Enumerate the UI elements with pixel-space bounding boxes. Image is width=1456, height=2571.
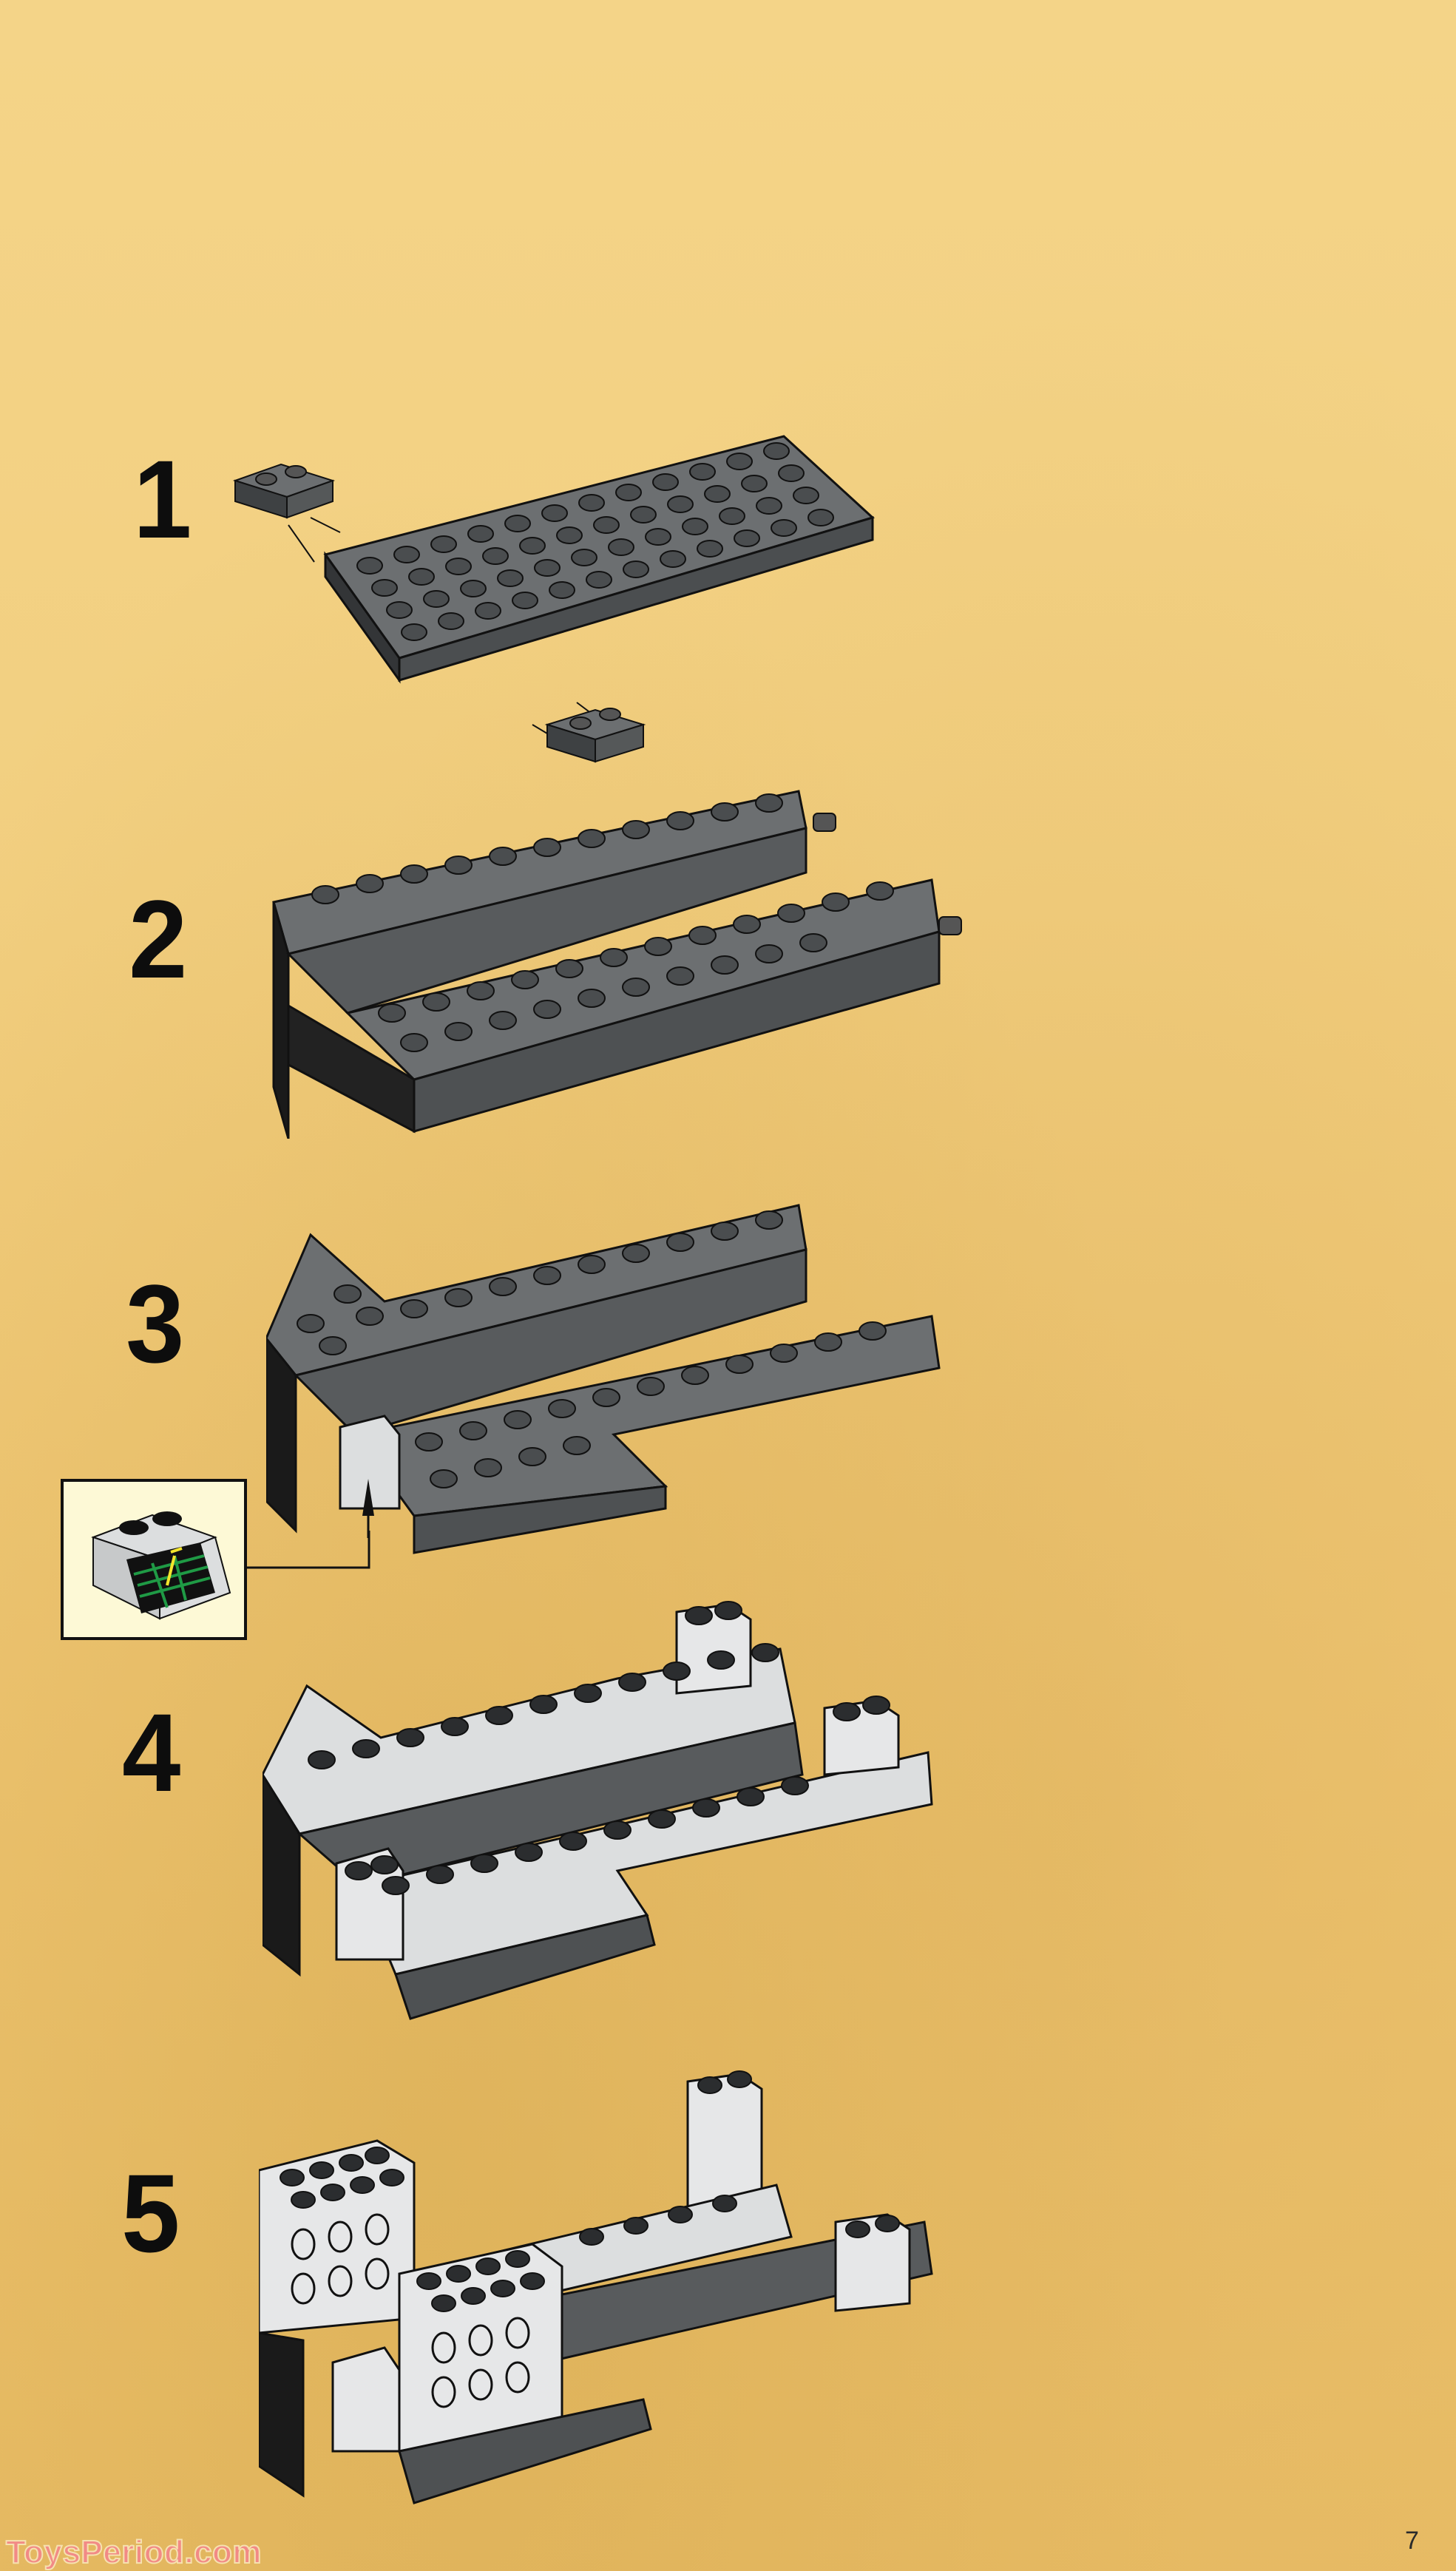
step-number-5: 5: [121, 2151, 180, 2275]
step-number-1: 1: [133, 437, 192, 561]
step-5-illustration: [259, 2070, 933, 2504]
plate-1x2-icon: [232, 463, 336, 519]
plate-6x12-icon: [323, 435, 875, 684]
step-1-illustration: [232, 435, 875, 763]
step-2-illustration: [272, 790, 962, 1139]
callout-connector-line: [247, 1531, 370, 1569]
watermark: ToysPeriod.com: [5, 2533, 263, 2571]
step-4-illustration: [263, 1601, 933, 2020]
slope-computer-screen-icon: [91, 1511, 231, 1620]
part-callout-box: [61, 1479, 247, 1640]
step-number-2: 2: [129, 877, 188, 1001]
step-number-3: 3: [126, 1261, 185, 1386]
page-number: 7: [1405, 2527, 1419, 2555]
step-number-4: 4: [122, 1690, 181, 1815]
plate-1x2-icon: [544, 708, 646, 763]
step-3-illustration: [266, 1204, 941, 1554]
